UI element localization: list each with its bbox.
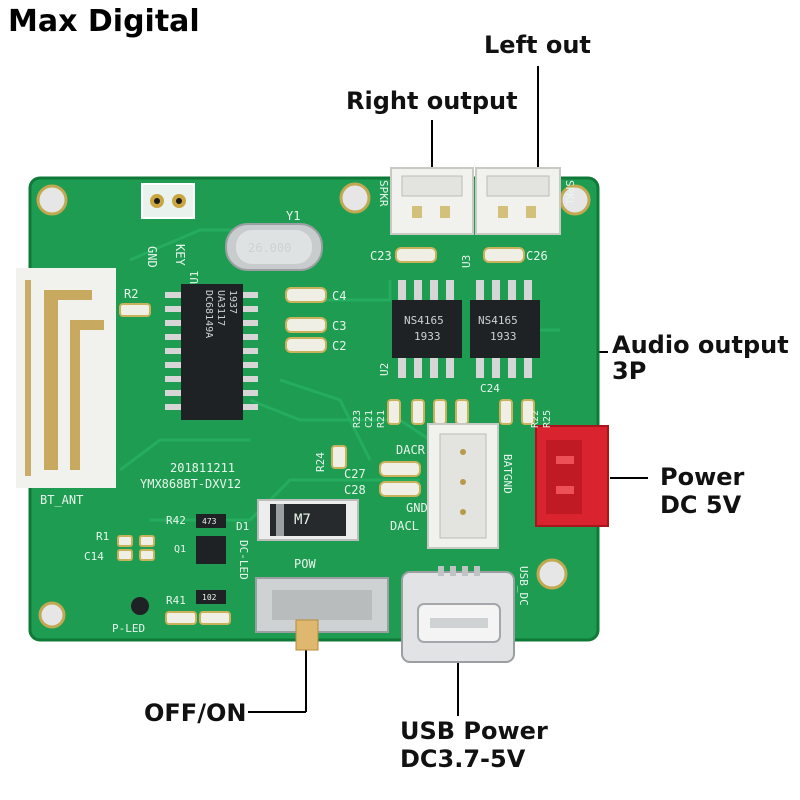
silk-c3: C3 bbox=[332, 319, 346, 333]
antenna-area bbox=[16, 268, 116, 488]
silk-r42: R42 bbox=[166, 514, 186, 527]
silk-bt-ant: BT_ANT bbox=[40, 493, 83, 507]
u1-marking-1: DC68149A bbox=[203, 290, 214, 338]
switch-off-on bbox=[255, 577, 389, 651]
silk-u1: U1 bbox=[188, 271, 201, 284]
u2-marking-1: NS4165 bbox=[404, 314, 444, 327]
silk-u2: U2 bbox=[378, 363, 391, 376]
connector-power-red bbox=[535, 425, 609, 527]
silk-c27: C27 bbox=[344, 467, 366, 481]
silk-spkr: SPKR bbox=[377, 180, 390, 207]
callout-power-2: DC 5V bbox=[660, 491, 742, 519]
silk-r25: R25 bbox=[542, 410, 553, 428]
callout-audio-output-1: Audio output bbox=[612, 331, 789, 359]
callout-off-on: OFF/ON bbox=[144, 699, 247, 727]
callout-power-1: Power bbox=[660, 463, 745, 491]
r42-code: 473 bbox=[202, 517, 217, 526]
silk-c24: C24 bbox=[480, 382, 500, 395]
silk-date: 201811211 bbox=[170, 461, 235, 475]
silk-gnd: GND bbox=[145, 246, 159, 268]
silk-usb-dc: USB_DC bbox=[517, 566, 530, 606]
resistor-r42 bbox=[196, 514, 226, 528]
silk-c21: C21 bbox=[364, 410, 375, 428]
callout-usb-power-1: USB Power bbox=[400, 717, 548, 745]
silk-model: YMX868BT-DXV12 bbox=[140, 477, 241, 491]
silk-c23: C23 bbox=[370, 249, 392, 263]
silk-r1: R1 bbox=[96, 530, 109, 543]
silk-c2: C2 bbox=[332, 339, 346, 353]
silk-r23: R23 bbox=[352, 410, 363, 428]
connector-spkl bbox=[475, 167, 561, 235]
led-p bbox=[131, 597, 149, 615]
silk-c26: C26 bbox=[526, 249, 548, 263]
silk-batgnd: BATGND bbox=[501, 454, 514, 494]
u1-marking-3: 1937 bbox=[227, 290, 238, 314]
brand-watermark: Max Digital bbox=[8, 4, 200, 39]
silk-r2: R2 bbox=[124, 287, 138, 301]
silk-c14: C14 bbox=[84, 550, 104, 563]
callout-usb-power-2: DC3.7-5V bbox=[400, 745, 526, 773]
callout-left-out: Left out bbox=[484, 31, 591, 59]
resistor-r41 bbox=[196, 590, 226, 604]
silk-gnd2: GND bbox=[406, 501, 428, 515]
silk-q1: Q1 bbox=[174, 544, 186, 555]
silk-key: KEY bbox=[173, 244, 187, 266]
silk-p-led: P-LED bbox=[112, 622, 145, 635]
silk-dacl: DACL bbox=[390, 519, 419, 533]
silk-r22: R22 bbox=[530, 410, 541, 428]
u1-marking-2: UA3117 bbox=[215, 290, 226, 326]
diode-m7-label: M7 bbox=[294, 512, 311, 528]
connector-spkr bbox=[390, 167, 474, 235]
silk-c28: C28 bbox=[344, 483, 366, 497]
mount-holes bbox=[36, 182, 591, 629]
silk-spkl: SPKL bbox=[563, 180, 576, 207]
diode-m7 bbox=[257, 499, 359, 541]
usb-port bbox=[401, 566, 515, 663]
silk-dacr: DACR bbox=[396, 443, 426, 457]
silk-pow: POW bbox=[294, 557, 316, 571]
antenna-trace bbox=[44, 290, 104, 470]
silk-u3: U3 bbox=[460, 255, 473, 268]
silk-c4: C4 bbox=[332, 289, 346, 303]
crystal-label: 26.000 bbox=[248, 241, 291, 255]
u3-marking-2: 1933 bbox=[490, 330, 517, 343]
transistor-q1 bbox=[196, 536, 226, 564]
silk-r21: R21 bbox=[376, 410, 387, 428]
silk-d1: D1 bbox=[236, 520, 249, 533]
chip-u1 bbox=[165, 284, 258, 420]
callout-audio-output-2: 3P bbox=[612, 357, 647, 385]
callout-right-output: Right output bbox=[346, 87, 518, 115]
silk-r24: R24 bbox=[314, 452, 327, 472]
u3-marking-1: NS4165 bbox=[478, 314, 518, 327]
silk-y1: Y1 bbox=[286, 209, 300, 223]
u2-marking-2: 1933 bbox=[414, 330, 441, 343]
r41-code: 102 bbox=[202, 593, 217, 602]
silk-r41: R41 bbox=[166, 594, 186, 607]
chip-u2 bbox=[392, 280, 462, 378]
silk-dc-led: DC-LED bbox=[237, 540, 250, 580]
connector-audio-3p bbox=[427, 423, 499, 549]
chip-u3 bbox=[470, 280, 540, 378]
